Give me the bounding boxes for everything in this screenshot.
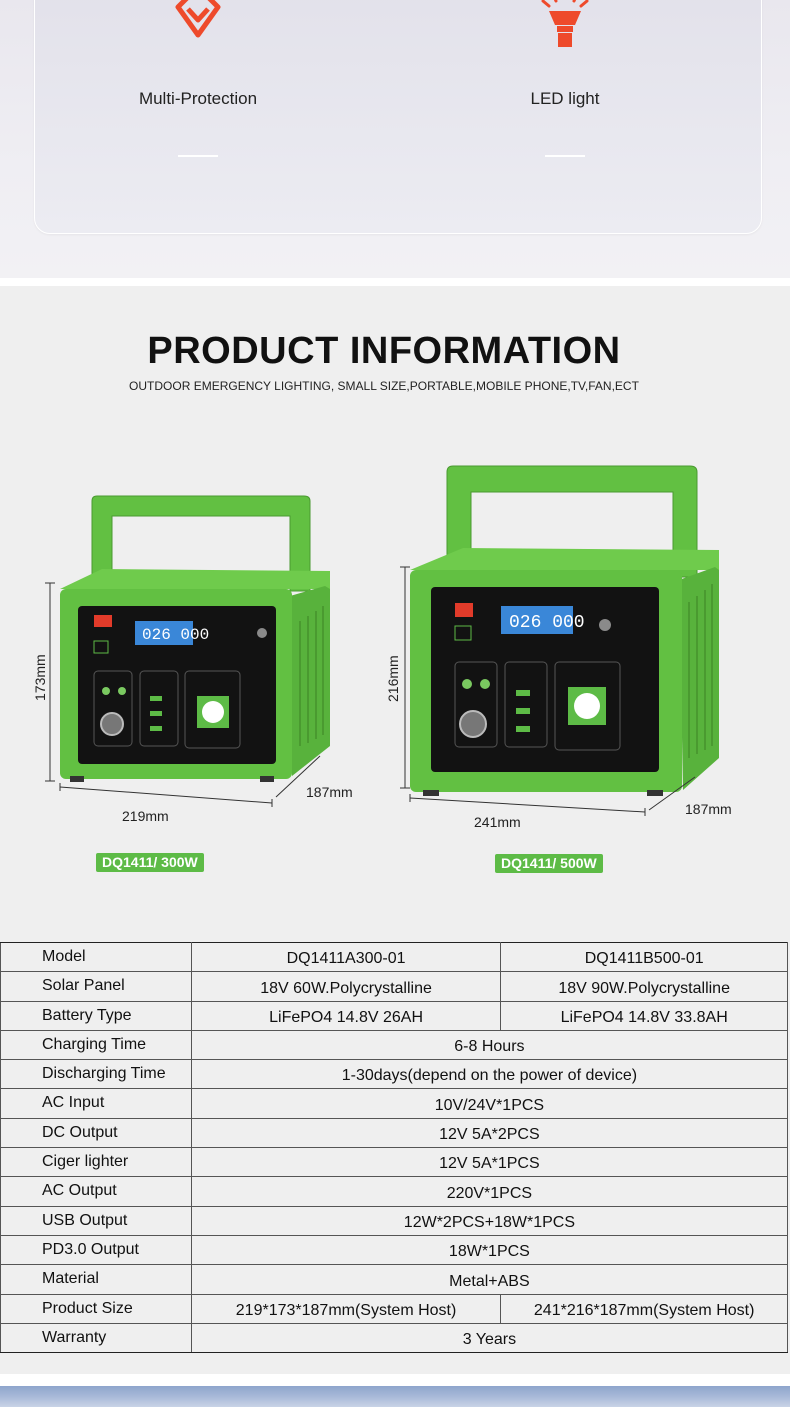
product-300w: 026 000 bbox=[30, 491, 370, 881]
product-information-section: PRODUCT INFORMATION OUTDOOR EMERGENCY LI… bbox=[0, 286, 790, 1374]
height-dimension-label: 173mm bbox=[32, 654, 48, 701]
spec-value: 10V/24V*1PCS bbox=[190, 1088, 789, 1119]
spec-value: LiFePO4 14.8V 26AH bbox=[190, 1000, 502, 1031]
spec-key: Warranty bbox=[0, 1322, 192, 1354]
feature-divider bbox=[545, 155, 585, 157]
spec-value: 12V 5A*2PCS bbox=[190, 1117, 789, 1149]
model-badge: DQ1411/ 500W bbox=[495, 854, 603, 873]
spec-key: Model bbox=[0, 941, 192, 973]
feature-label: Multi-Protection bbox=[138, 89, 258, 108]
spec-key: Ciger lighter bbox=[0, 1147, 192, 1178]
svg-text:026 000: 026 000 bbox=[142, 626, 209, 644]
spec-key: USB Output bbox=[0, 1205, 192, 1236]
depth-dimension-label: 187mm bbox=[685, 801, 732, 817]
width-dimension-label: 219mm bbox=[122, 808, 169, 824]
spec-value: 1-30days(depend on the power of device) bbox=[190, 1059, 789, 1090]
spec-value: 18V 60W.Polycrystalline bbox=[190, 971, 502, 1002]
section-gap bbox=[0, 278, 790, 286]
spec-value: 18V 90W.Polycrystalline bbox=[500, 971, 788, 1002]
spec-key: AC Input bbox=[0, 1088, 192, 1119]
flashlight-icon bbox=[541, 0, 589, 47]
spec-value: DQ1411B500-01 bbox=[500, 941, 788, 973]
spec-value: LiFePO4 14.8V 33.8AH bbox=[500, 1000, 788, 1031]
power-station-300w-image: 026 000 bbox=[60, 495, 330, 782]
spec-value: 18W*1PCS bbox=[190, 1234, 789, 1266]
feature-label: LED light bbox=[530, 89, 600, 108]
spec-key: Charging Time bbox=[0, 1029, 192, 1061]
spec-value: 12W*2PCS+18W*1PCS bbox=[190, 1205, 789, 1236]
spec-key: Battery Type bbox=[0, 1000, 192, 1031]
spec-key: Discharging Time bbox=[0, 1059, 192, 1090]
features-card: Multi-Protection LED light bbox=[34, 0, 762, 234]
feature-divider bbox=[178, 155, 218, 157]
power-station-500w-image: 026 000 bbox=[410, 465, 719, 796]
spec-value: 6-8 Hours bbox=[190, 1029, 789, 1061]
spec-value: 241*216*187mm(System Host) bbox=[500, 1293, 788, 1324]
spec-key: PD3.0 Output bbox=[0, 1234, 192, 1266]
spec-key: Product Size bbox=[0, 1293, 192, 1324]
spec-key: DC Output bbox=[0, 1117, 192, 1149]
diamond-shield-icon bbox=[175, 0, 221, 38]
spec-key: Solar Panel bbox=[0, 971, 192, 1002]
product-500w: 026 000 bbox=[385, 462, 745, 882]
spec-value: 12V 5A*1PCS bbox=[190, 1147, 789, 1178]
next-section-strip bbox=[0, 1386, 790, 1407]
spec-key: Material bbox=[0, 1264, 192, 1295]
spec-value: DQ1411A300-01 bbox=[190, 941, 502, 973]
model-badge: DQ1411/ 300W bbox=[96, 853, 204, 872]
dimension-lines-300w bbox=[45, 582, 321, 807]
spec-value: 3 Years bbox=[190, 1322, 789, 1354]
spec-value: 219*173*187mm(System Host) bbox=[190, 1293, 502, 1324]
spec-value: Metal+ABS bbox=[190, 1264, 789, 1295]
width-dimension-label: 241mm bbox=[474, 814, 521, 830]
dimension-lines-500w bbox=[400, 566, 696, 816]
section-title: PRODUCT INFORMATION bbox=[147, 330, 621, 372]
depth-dimension-label: 187mm bbox=[306, 784, 353, 800]
height-dimension-label: 216mm bbox=[385, 655, 401, 702]
svg-text:026 000: 026 000 bbox=[509, 613, 585, 633]
section-subtitle: OUTDOOR EMERGENCY LIGHTING, SMALL SIZE,P… bbox=[129, 379, 639, 393]
features-band: Multi-Protection LED light bbox=[0, 0, 790, 278]
spec-value: 220V*1PCS bbox=[190, 1176, 789, 1207]
spec-key: AC Output bbox=[0, 1176, 192, 1207]
